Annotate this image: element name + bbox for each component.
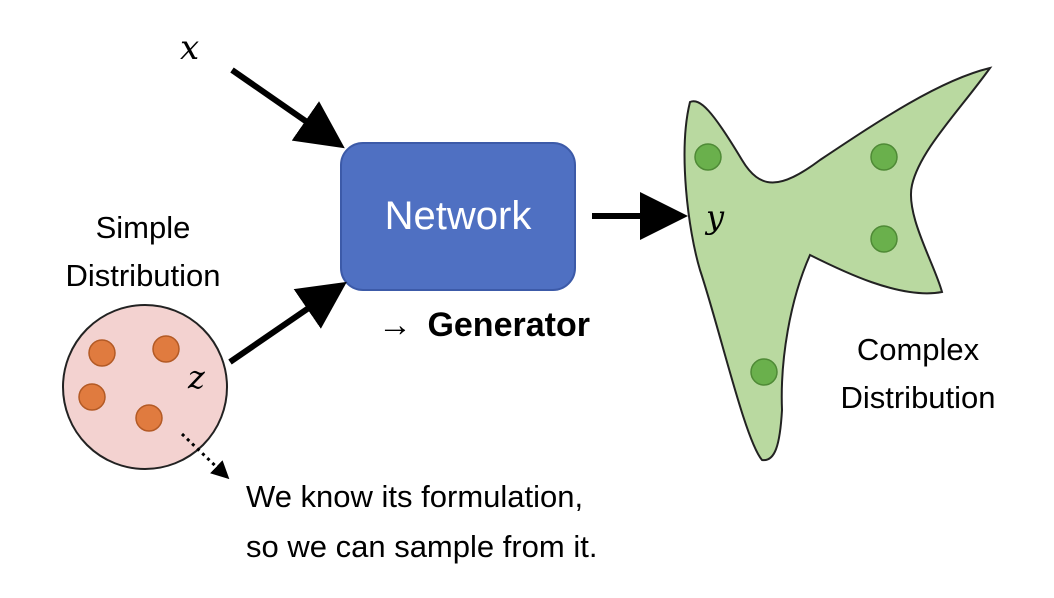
output-dot: [870, 225, 898, 253]
latent-z-label: z: [188, 358, 205, 396]
simple-distribution-title: Simple Distribution: [28, 204, 258, 300]
sample-dot: [78, 383, 106, 411]
generator-text: Generator: [427, 306, 590, 344]
z-to-network-arrow: [228, 281, 347, 365]
x-to-network-arrow: [230, 67, 345, 149]
output-dot: [870, 143, 898, 171]
sample-dot: [135, 404, 163, 432]
generator-label: → Generator: [378, 306, 590, 345]
input-x-label: x: [180, 28, 200, 68]
complex-title-line2: Distribution: [840, 380, 996, 415]
sample-dot: [88, 339, 116, 367]
sampling-note: We know its formulation, so we can sampl…: [246, 472, 597, 572]
right-arrow-icon: →: [378, 306, 412, 344]
output-dot: [694, 143, 722, 171]
output-y-label: y: [706, 198, 725, 236]
complex-title-line1: Complex: [856, 332, 980, 367]
note-dotted-arrow: [180, 432, 230, 480]
note-line2: so we can sample from it.: [246, 529, 598, 564]
sample-dot: [152, 335, 180, 363]
network-label: Network: [384, 194, 532, 238]
complex-distribution-title: Complex Distribution: [808, 326, 1028, 422]
simple-title-line1: Simple: [95, 210, 191, 245]
output-dot: [750, 358, 778, 386]
network-box: [340, 142, 576, 291]
simple-title-line2: Distribution: [65, 258, 221, 293]
note-line1: We know its formulation,: [246, 479, 584, 514]
